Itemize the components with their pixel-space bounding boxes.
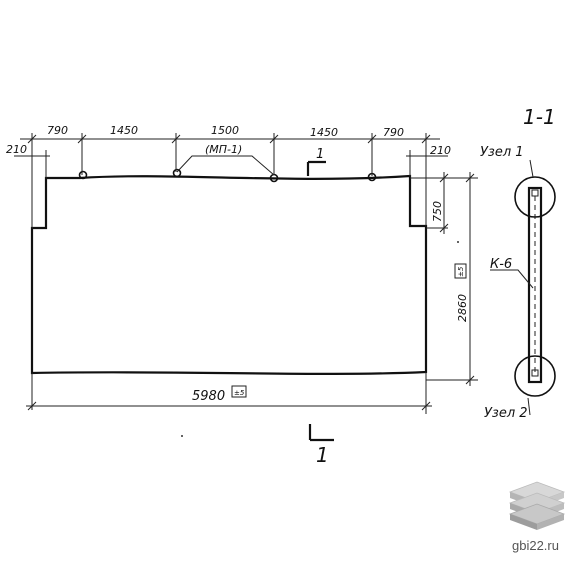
loop-label: (МП-1) — [205, 143, 242, 156]
dim-edge-left: 210 — [6, 143, 27, 156]
dim-seg-4: 1450 — [310, 126, 338, 139]
dim-height: 2860 — [456, 294, 469, 322]
dim-seg-5: 790 — [383, 126, 404, 139]
dim-length: 5980 — [192, 389, 225, 404]
node-2-label: Узел 2 — [484, 406, 528, 421]
side-dimensions — [410, 172, 478, 386]
dim-seg-3: 1500 — [211, 124, 239, 137]
dim-seg-2: 1450 — [110, 124, 138, 137]
dim-seg-1: 790 — [47, 124, 68, 137]
cut-mark-bottom — [308, 424, 334, 442]
dim-edge-right: 210 — [430, 144, 451, 157]
stack-logo — [508, 481, 566, 530]
node-1-label: Узел 1 — [480, 145, 524, 160]
cut-mark-top — [306, 160, 326, 176]
dim-side-notch: 750 — [431, 201, 444, 222]
tolerance-length: ±5 — [234, 389, 245, 397]
tolerance-box-length — [231, 385, 247, 398]
loop-leader — [176, 155, 275, 176]
section-title: 1-1 — [523, 105, 556, 129]
section-view — [490, 159, 556, 416]
top-dimension-chain — [14, 133, 448, 228]
tolerance-box-height — [454, 263, 467, 279]
cut-label-top: 1 — [316, 147, 324, 162]
cut-label-bottom: 1 — [316, 443, 329, 467]
tolerance-height: ±5 — [457, 266, 465, 277]
panel-outline — [30, 174, 428, 375]
lifting-loops — [78, 168, 377, 183]
mesh-label: К-6 — [490, 257, 512, 272]
watermark: gbi22.ru — [512, 538, 559, 553]
bottom-dimension — [26, 372, 432, 414]
